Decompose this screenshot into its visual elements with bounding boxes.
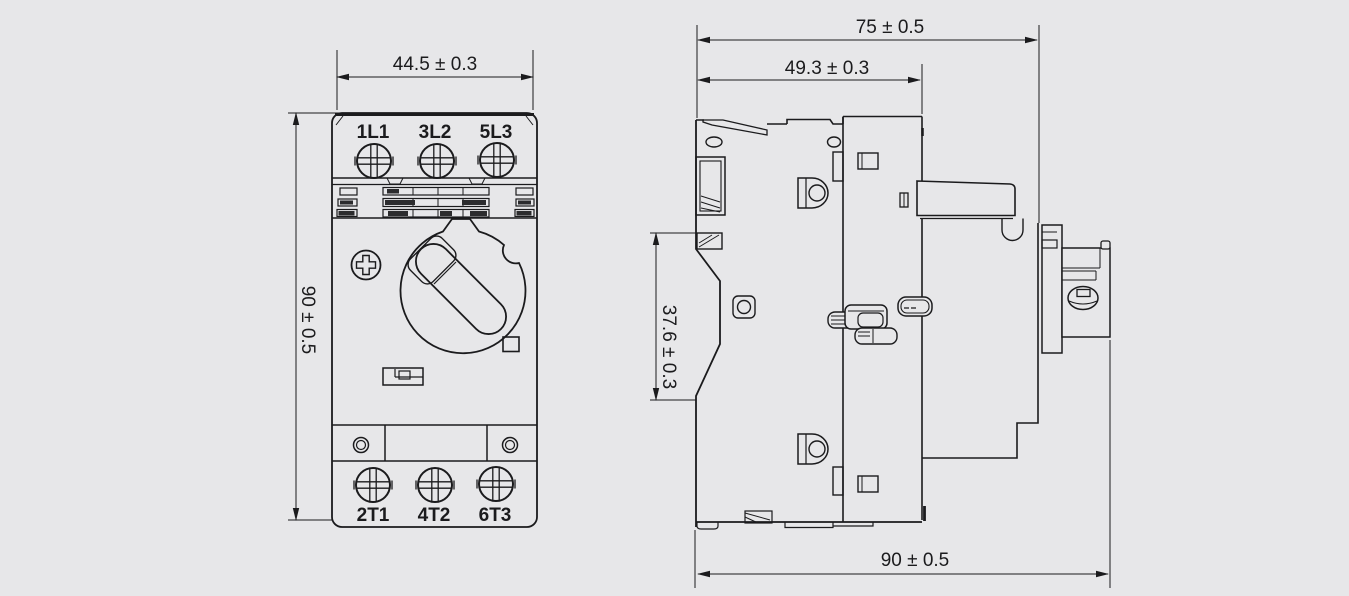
terminal-label-5l3: 5L3 [480,122,513,143]
dim-75-text: 75 ± 0.5 [856,17,925,38]
rotary-knob [399,218,527,355]
top-latch [702,119,768,136]
dim-side-depth-overall: 75 ± 0.5 [696,17,1040,223]
dim-side-height-text: 90 ± 0.5 [881,550,950,571]
side-feet [696,522,874,530]
knob-handle-collar [407,235,457,285]
dim-side-height: 90 ± 0.5 [694,340,1111,588]
test-trip-slot [382,367,424,386]
dim-37-6-text: 37.6 ± 0.3 [658,305,679,389]
side-rect-small [899,192,909,208]
terminal-label-2t1: 2T1 [357,505,390,526]
din-latch-slider [827,296,933,345]
side-button-square [732,295,756,319]
clamp-screw [1067,285,1099,311]
extension-lines [694,340,1111,588]
side-rect-bottom-right [857,475,879,493]
side-view [695,115,1111,530]
dim-front-width: 44.5 ± 0.3 [336,50,534,110]
terminal-label-3l2: 3L2 [419,122,452,143]
terminal-label-4t2: 4T2 [418,505,451,526]
dim-side-din-notch: 37.6 ± 0.3 [650,232,696,401]
side-slot-left [705,136,723,148]
din-clip-spring [696,232,723,250]
front-view: 1L1 3L2 5L3 [331,112,538,528]
knob-outline [399,218,527,355]
dim-side-depth-front: 49.3 ± 0.3 [697,58,923,114]
dim-front-width-text: 44.5 ± 0.3 [393,54,477,75]
terminal-label-1l1: 1L1 [357,122,390,143]
clamp-plate [1041,224,1063,354]
side-slot-mid [826,136,842,148]
rivet-top [797,177,829,209]
rivet-bottom [797,433,829,465]
terminal-label-6t3: 6T3 [479,505,512,526]
side-rect-top-right [857,152,879,170]
phillips-screw [350,249,382,281]
vent-grille [336,186,535,218]
side-rect-top-left [832,151,844,182]
knob-handle-groove [433,261,457,285]
front-lower-band [332,424,537,462]
side-top-edge [696,115,922,125]
front-panel-block [916,180,1024,242]
front-corner-seams [335,115,534,126]
bottom-latch [744,510,773,524]
side-left-edge [695,120,721,527]
din-clip-upper [695,156,726,216]
side-right-step [922,223,1039,459]
terminal-clamp-assembly [1041,224,1111,354]
dim-49-3-text: 49.3 ± 0.3 [785,58,869,79]
side-rect-bottom-left [832,466,844,496]
dim-front-height-text: 90 ± 0.5 [297,286,318,355]
dim-front-height: 90 ± 0.5 [288,112,345,521]
knob-position-window [502,336,520,353]
